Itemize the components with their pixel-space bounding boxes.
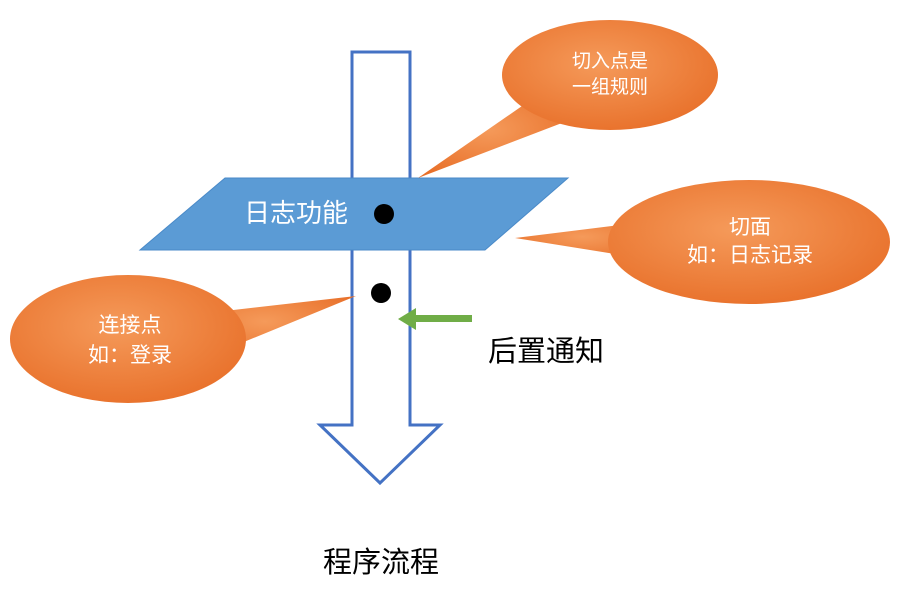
aspect-callout-text: 切面 如：日志记录 [660, 213, 840, 269]
aspect-callout [515, 180, 890, 304]
program-flow-arrow [316, 50, 444, 486]
pointcut-line2: 一组规则 [571, 76, 648, 98]
joinpoint-dot [371, 283, 391, 303]
joinpoint-line1: 连接点 [98, 313, 162, 337]
program-flow-label: 程序流程 [323, 545, 440, 579]
aspect-parallelogram [138, 177, 570, 251]
pointcut-line1: 切入点是 [571, 50, 648, 72]
joinpoint-line2: 如：登录 [88, 343, 172, 367]
aspect-line2: 如：日志记录 [687, 243, 813, 267]
advice-arrow [398, 308, 472, 330]
advice-label: 后置通知 [488, 334, 605, 368]
pointcut-callout [418, 20, 718, 178]
aspect-dot [374, 204, 394, 224]
pointcut-callout-text: 切入点是 一组规则 [540, 48, 680, 100]
joinpoint-callout-text: 连接点 如：登录 [50, 310, 210, 370]
joinpoint-callout [10, 275, 356, 403]
aspect-line1: 切面 [729, 215, 771, 239]
aspect-label: 日志功能 [244, 199, 349, 229]
